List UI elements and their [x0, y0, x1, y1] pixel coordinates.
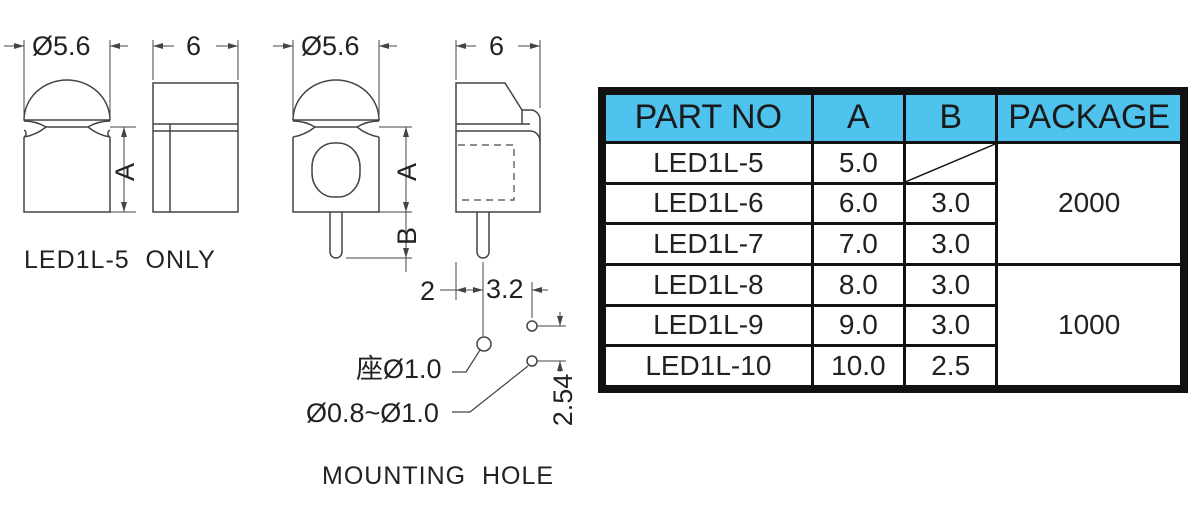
mounting-hole-caption: MOUNTING HOLE [322, 462, 554, 490]
pitch-2-label: 2 [420, 276, 435, 306]
seat-hole-label: 座Ø1.0 [356, 354, 442, 384]
diameter-left-label: Ø5.6 [32, 31, 91, 61]
part-spec-table: PART NO A B PACKAGE LED1L-5 5.0 2000 LED… [598, 87, 1188, 393]
right-side-view: 6 [455, 31, 541, 259]
table-row: LED1L-9 9.0 3.0 [603, 303, 1182, 348]
cell-a: 10.0 [810, 344, 907, 388]
lead-hole-label: Ø0.8~Ø1.0 [306, 398, 439, 428]
cell-package: 1000 [995, 262, 1183, 389]
right-front-view: Ø5.6 A B [273, 31, 422, 272]
cell-package: 2000 [995, 140, 1183, 266]
left-side-view: 6 [152, 31, 239, 213]
cell-part: LED1L-6 [603, 181, 814, 226]
cell-part: LED1L-10 [603, 344, 814, 388]
header-a: A [810, 92, 907, 144]
cell-b: 2.5 [903, 344, 999, 388]
cell-a: 5.0 [810, 140, 907, 185]
table-row: LED1L-5 5.0 2000 [603, 140, 1183, 266]
header-part-no: PART NO [603, 92, 814, 144]
header-package: PACKAGE [995, 92, 1183, 144]
cell-part: LED1L-7 [603, 222, 814, 266]
cell-b: 3.0 [903, 303, 999, 348]
pitch-3-2-label: 3.2 [486, 274, 524, 304]
cell-b-not-applicable [903, 140, 999, 185]
cell-part: LED1L-5 [603, 140, 814, 185]
hole-pitch-label: 2.54 [548, 374, 578, 427]
diameter-right-label: Ø5.6 [301, 31, 360, 61]
table-row: LED1L-10 10.0 2.5 [603, 344, 1182, 388]
mounting-hole-diagram: 2 3.2 2.54 座Ø1.0 Ø0.8~Ø1.0 [306, 262, 578, 428]
table-header-row: PART NO A B PACKAGE [603, 92, 1183, 144]
depth-right-label: 6 [489, 31, 504, 61]
dim-a-right-label: A [392, 163, 422, 181]
dim-a-left-label: A [110, 163, 140, 181]
left-front-view: Ø5.6 A [4, 31, 140, 213]
cell-part: LED1L-8 [603, 262, 814, 307]
table-row: LED1L-8 8.0 3.0 1000 [603, 262, 1183, 389]
cell-b: 3.0 [903, 222, 999, 266]
table-row: LED1L-7 7.0 3.0 [603, 222, 1182, 266]
cell-a: 7.0 [810, 222, 907, 266]
table-row: LED1L-6 6.0 3.0 [603, 181, 1182, 226]
cell-a: 8.0 [810, 262, 907, 307]
depth-left-label: 6 [186, 31, 201, 61]
cell-part: LED1L-9 [603, 303, 814, 348]
led-only-caption: LED1L-5 ONLY [24, 246, 216, 274]
cell-b: 3.0 [903, 262, 999, 307]
dim-b-label: B [392, 227, 422, 245]
diagonal-slash-icon [906, 143, 996, 182]
cell-a: 9.0 [810, 303, 907, 348]
cell-b: 3.0 [903, 181, 999, 226]
cell-a: 6.0 [810, 181, 907, 226]
header-b: B [903, 92, 999, 144]
